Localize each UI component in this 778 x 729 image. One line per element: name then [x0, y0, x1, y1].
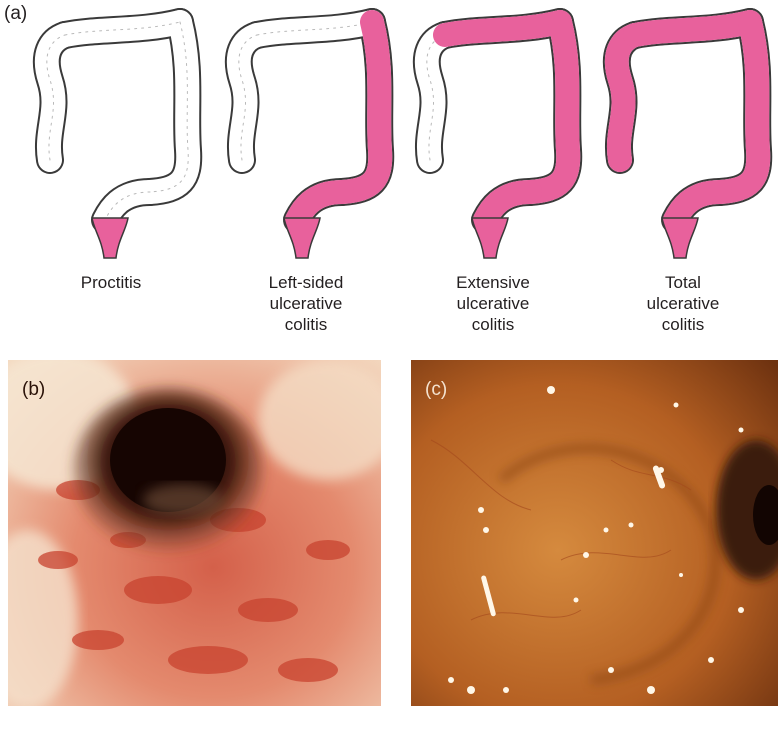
caption-proctitis: Proctitis: [36, 272, 186, 293]
endoscopy-photo-b: (b): [8, 360, 381, 706]
affected-region: [445, 22, 568, 258]
caption-extensive: Extensive ulcerative colitis: [418, 272, 568, 335]
colon-outline: [47, 22, 188, 220]
affected-region: [617, 22, 758, 258]
colon-diagram-proctitis: [20, 10, 200, 260]
panel-label-b: (b): [22, 380, 45, 399]
affected-region: [92, 218, 128, 258]
colon-diagram-total: [590, 10, 770, 260]
endoscopy-photo-c: (c): [411, 360, 778, 706]
panel-label-c: (c): [425, 380, 447, 399]
colon-diagram-extensive: [400, 10, 580, 260]
caption-left-sided: Left-sided ulcerative colitis: [231, 272, 381, 335]
colon-diagram-left-sided: [212, 10, 392, 260]
caption-total: Total ulcerative colitis: [608, 272, 758, 335]
